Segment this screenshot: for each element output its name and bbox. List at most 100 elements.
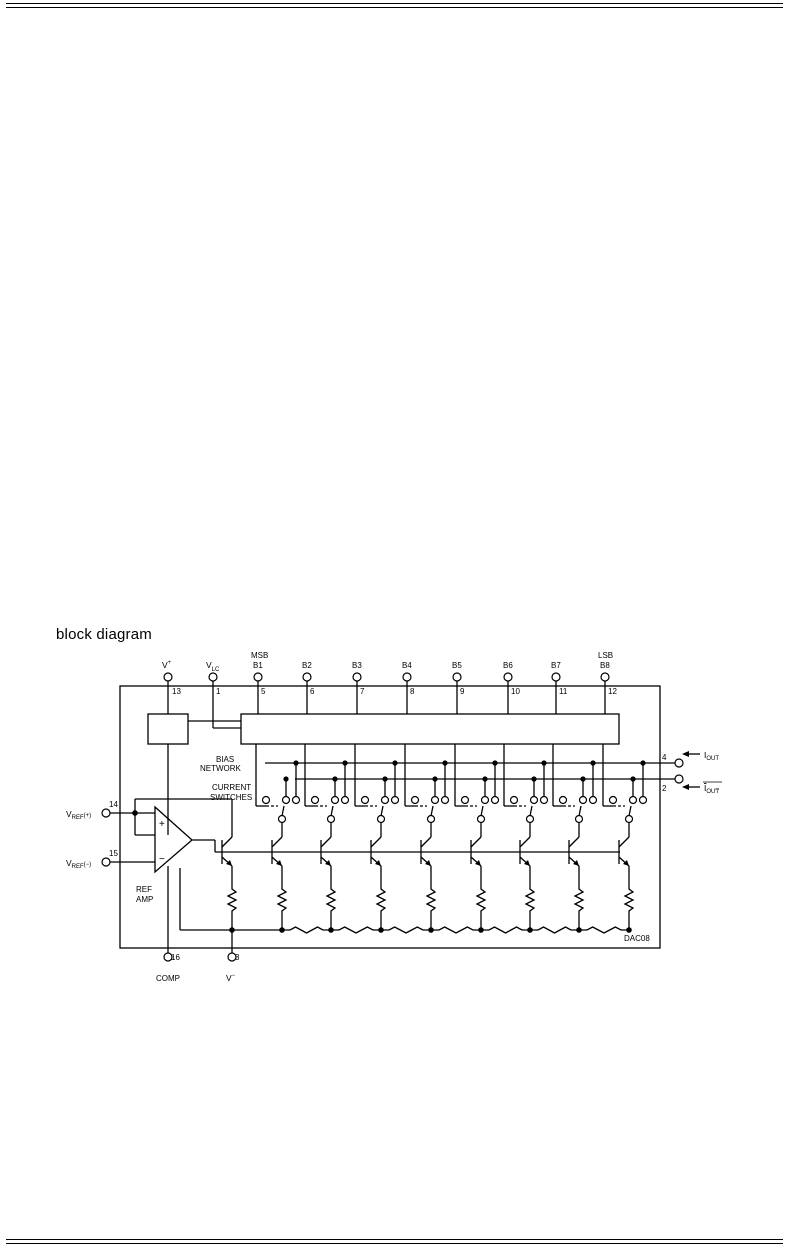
ref-amp-label-1: REF [136, 885, 152, 894]
bit2-contact-a [310, 795, 320, 805]
bit-label-5: B5 [452, 661, 462, 670]
iout-pin: 4 [662, 753, 667, 762]
bit2-switch-node [326, 814, 336, 824]
bit5-contact-a [460, 795, 470, 805]
bit4-transistor-arrow [425, 860, 431, 866]
pin-bit-1 [253, 672, 263, 682]
bit-pin-2: 6 [310, 687, 315, 696]
iout-bar-label: IOUT [704, 783, 719, 795]
bit7-dot-iout-bar [580, 776, 586, 782]
bit7-contact-a [558, 795, 568, 805]
section-heading: block diagram [56, 626, 152, 643]
vlc-pin: 1 [216, 687, 221, 696]
bit6-ladder-resistor [530, 926, 579, 934]
bit1-transistor-arrow [276, 860, 282, 866]
bit-pin-3: 7 [360, 687, 365, 696]
bit8-switch-node [624, 814, 634, 824]
vminus-label: V− [226, 973, 236, 983]
bit-pin-5: 9 [460, 687, 465, 696]
bit1-resistor [276, 872, 288, 930]
bit7-switch-blade [578, 805, 582, 817]
bit8-contact-a [608, 795, 618, 805]
pin-vminus [227, 952, 237, 962]
bit5-contact-c [490, 795, 500, 805]
bit1-switch-blade [281, 805, 285, 817]
bit4-switch-node [426, 814, 436, 824]
plus-sign: + [159, 819, 165, 830]
bit4-resistor [425, 872, 437, 930]
minus-sign: − [159, 854, 165, 865]
bit2-contact-b [330, 795, 340, 805]
bit7-contact-c [588, 795, 598, 805]
bit2-switch-blade [330, 805, 334, 817]
bit1-transistor-collector [271, 836, 283, 848]
lsb-label: LSB [598, 651, 613, 660]
bit3-contact-a [360, 795, 370, 805]
pin-vref-plus [101, 808, 111, 818]
pin-bit-5 [452, 672, 462, 682]
bit6-transistor-collector [519, 836, 531, 848]
bit5-transistor-collector [470, 836, 482, 848]
vplus-label: V+ [162, 660, 172, 670]
bit3-transistor-collector [370, 836, 382, 848]
bit5-transistor-arrow [475, 860, 481, 866]
part-name: DAC08 [624, 934, 650, 943]
bit2-dot-iout [342, 760, 348, 766]
iout-label: IOUT [704, 750, 719, 762]
bottom-rule [6, 1239, 783, 1240]
bit1-dot-iout [293, 760, 299, 766]
bit3-ladder-resistor [381, 926, 431, 934]
pin-bit-8 [600, 672, 610, 682]
regulator-box [147, 713, 189, 745]
bit8-contact-c [638, 795, 648, 805]
bit-label-1: B1 [253, 661, 263, 670]
bit1-ladder-resistor [282, 926, 331, 934]
bit7-contact-b [578, 795, 588, 805]
bit8-switch-blade [628, 805, 632, 817]
bit8-dot-iout [640, 760, 646, 766]
bit1-contact-a [261, 795, 271, 805]
bit3-dot-iout-bar [382, 776, 388, 782]
bias-label-1: BIAS [216, 755, 234, 764]
pin-vref-minus [101, 857, 111, 867]
bit-label-2: B2 [302, 661, 312, 670]
bit-label-4: B4 [402, 661, 412, 670]
vplus-pin: 13 [172, 687, 181, 696]
vminus-pin: 3 [235, 953, 240, 962]
bit8-contact-b [628, 795, 638, 805]
bit3-switch-node [376, 814, 386, 824]
bit6-switch-blade [529, 805, 533, 817]
comp-label: COMP [156, 974, 180, 983]
bit1-contact-b [281, 795, 291, 805]
bit6-transistor-arrow [524, 860, 530, 866]
bit5-contact-b [480, 795, 490, 805]
pin-iout [674, 758, 684, 768]
ref-amp-triangle [154, 805, 193, 874]
bias-network-box [240, 713, 620, 745]
bit7-dot-iout [590, 760, 596, 766]
ref-transistor-collector [221, 836, 233, 848]
bit6-contact-b [529, 795, 539, 805]
bit6-contact-a [509, 795, 519, 805]
bit3-switch-blade [380, 805, 384, 817]
bit8-transistor-arrow [623, 860, 629, 866]
bit4-switch-blade [430, 805, 434, 817]
bit-label-8: B8 [600, 661, 610, 670]
pin-comp [163, 952, 173, 962]
vref-minus-label: VREF(−) [66, 858, 91, 870]
bit5-ladder-resistor [481, 926, 530, 934]
bit2-contact-c [340, 795, 350, 805]
bit7-resistor [573, 872, 585, 930]
bit5-switch-blade [480, 805, 484, 817]
bit4-dot-iout [442, 760, 448, 766]
bit3-contact-c [390, 795, 400, 805]
bias-label-2: NETWORK [200, 764, 242, 773]
bit7-transistor-arrow [573, 860, 579, 866]
bit2-dot-iout-bar [332, 776, 338, 782]
bit-label-7: B7 [551, 661, 561, 670]
bit3-resistor [375, 872, 387, 930]
bit-pin-4: 8 [410, 687, 415, 696]
bit6-contact-c [539, 795, 549, 805]
pin-bit-3 [352, 672, 362, 682]
